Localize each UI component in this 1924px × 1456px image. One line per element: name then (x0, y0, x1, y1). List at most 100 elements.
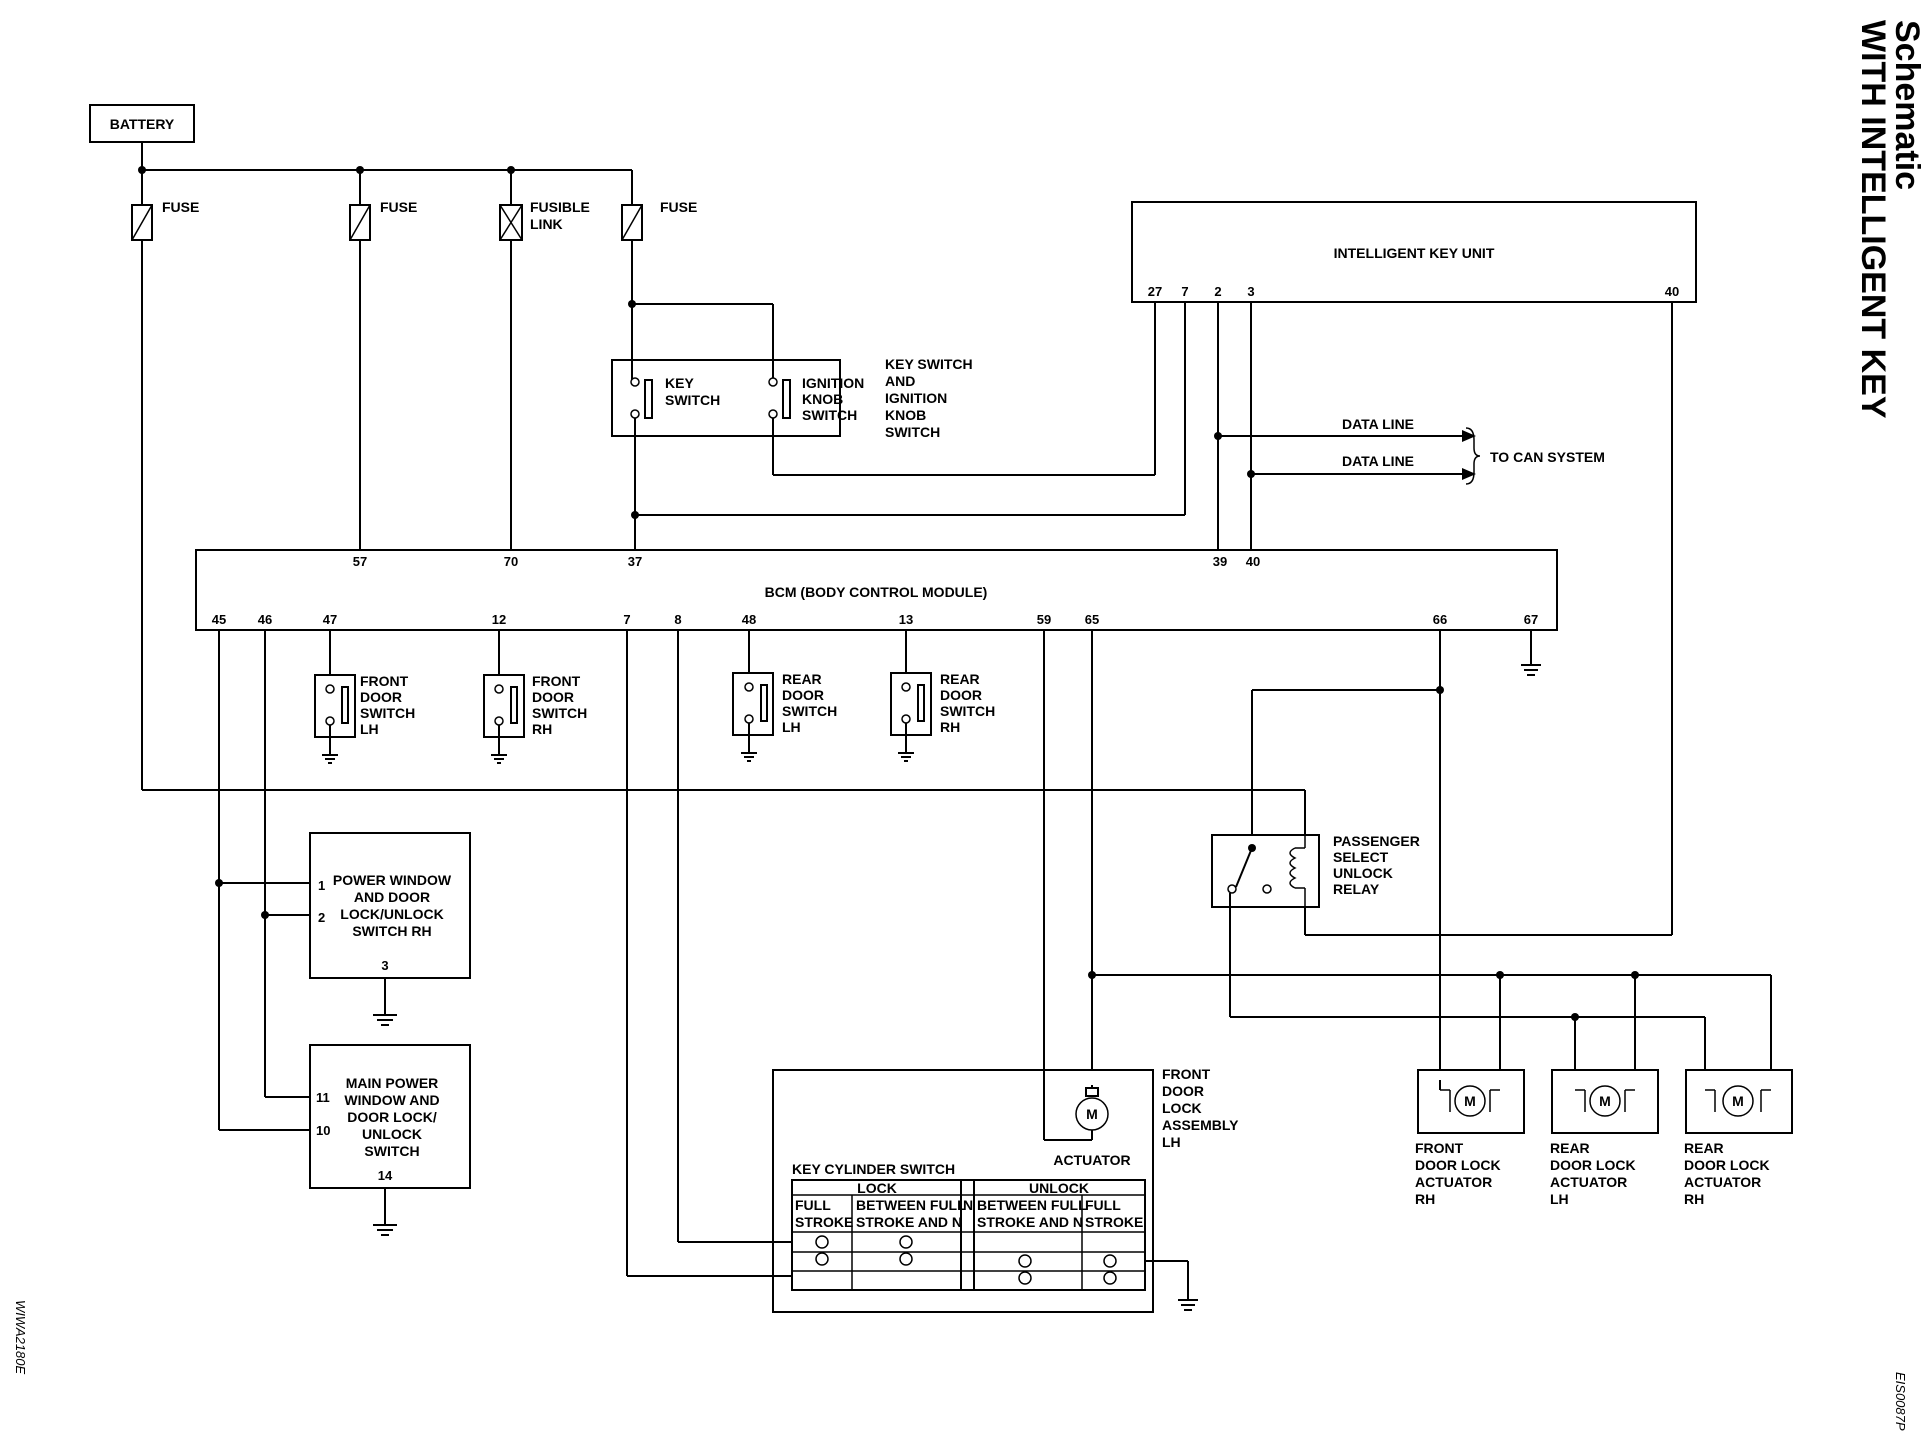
door-switch-2-line-2: DOOR (532, 689, 574, 705)
power-supply: BATTERY FUSE FUSE FUSIBLE LINK FUSE (89, 104, 697, 241)
actuator-3-line-3: ACTUATOR (1684, 1174, 1761, 1190)
door-switch-1-line-3: SWITCH (360, 705, 415, 721)
schematic-header: Schematic WITH INTELLIGENT KEY EIS0087P (1854, 20, 1924, 1431)
actuator-rear-rh: M REAR DOOR LOCK ACTUATOR RH (1684, 1069, 1793, 1207)
fuse-1-label: FUSE (162, 199, 199, 215)
main-power-window-switch: 11 10 14 MAIN POWER WINDOW AND DOOR LOCK… (309, 1044, 471, 1236)
main-pw-line-1: MAIN POWER (346, 1075, 439, 1091)
power-window-switch-rh: 1 2 3 POWER WINDOW AND DOOR LOCK/UNLOCK … (309, 832, 471, 1026)
actuator-1-line-4: RH (1415, 1191, 1435, 1207)
door-switch-3-line-2: DOOR (782, 687, 824, 703)
door-switch-2-line-1: FRONT (532, 673, 581, 689)
door-switch-2-line-4: RH (532, 721, 552, 737)
intelligent-key-unit-box (1131, 201, 1697, 303)
battery-box (89, 104, 195, 143)
door-switch-3-line-1: REAR (782, 671, 822, 687)
bcm-pin-48: 48 (742, 612, 756, 627)
bcm-pin-7: 7 (623, 612, 630, 627)
door-switch-4-line-4: RH (940, 719, 960, 735)
door-switch-4-line-1: REAR (940, 671, 980, 687)
data-line-target: TO CAN SYSTEM (1490, 449, 1605, 465)
fdl-title-3: LOCK (1162, 1100, 1202, 1116)
kc-full-stroke-1b: STROKE (795, 1214, 853, 1230)
main-pw-line-2: WINDOW AND (344, 1092, 439, 1108)
fusible-link-label-2: LINK (530, 216, 563, 232)
door-switch-rear-lh: REAR DOOR SWITCH LH (732, 630, 837, 762)
bcm-pin-37: 37 (628, 554, 642, 569)
actuator-3-line-4: RH (1684, 1191, 1704, 1207)
key-switch-title-3: IGNITION (885, 390, 947, 406)
pw-rh-line-1: POWER WINDOW (333, 872, 452, 888)
actuator-2-motor: M (1599, 1093, 1611, 1109)
header-title: Schematic (1888, 20, 1924, 190)
bcm: BCM (BODY CONTROL MODULE) 57 70 37 39 40… (195, 549, 1558, 676)
kc-lock: LOCK (857, 1180, 897, 1196)
fusible-link-label-1: FUSIBLE (530, 199, 590, 215)
header-subtitle: WITH INTELLIGENT KEY (1854, 20, 1892, 419)
relay-line-1: PASSENGER (1333, 833, 1420, 849)
kc-between-2b: STROKE AND N (977, 1214, 1083, 1230)
bcm-pin-57: 57 (353, 554, 367, 569)
fdl-title-4: ASSEMBLY (1162, 1117, 1239, 1133)
actuator-1-motor: M (1464, 1093, 1476, 1109)
bcm-label: BCM (BODY CONTROL MODULE) (765, 584, 988, 600)
relay-line-4: RELAY (1333, 881, 1380, 897)
actuator-2-line-1: REAR (1550, 1140, 1590, 1156)
door-switch-2-line-3: SWITCH (532, 705, 587, 721)
intelligent-key-unit: INTELLIGENT KEY UNIT 27 7 2 3 40 (1131, 201, 1697, 936)
iku-pin-2: 2 (1214, 284, 1221, 299)
bcm-pin-8: 8 (674, 612, 681, 627)
actuator-2-line-3: ACTUATOR (1550, 1174, 1627, 1190)
door-switch-1-line-4: LH (360, 721, 379, 737)
bcm-box (195, 549, 1558, 631)
iku-pin-27: 27 (1148, 284, 1162, 299)
door-switch-4-line-2: DOOR (940, 687, 982, 703)
actuator-rear-lh: M REAR DOOR LOCK ACTUATOR LH (1550, 1069, 1659, 1207)
pw-rh-pin-1: 1 (318, 878, 325, 893)
key-cylinder-title: KEY CYLINDER SWITCH (792, 1161, 955, 1177)
kc-full-stroke-2a: FULL (1085, 1197, 1121, 1213)
main-pw-line-4: UNLOCK (362, 1126, 422, 1142)
relay-line-3: UNLOCK (1333, 865, 1393, 881)
kc-n-label: N (963, 1197, 973, 1213)
key-switch-label-1: KEY (665, 375, 694, 391)
main-pw-line-5: SWITCH (364, 1143, 419, 1159)
door-switch-front-rh: FRONT DOOR SWITCH RH (483, 630, 587, 764)
iku-pin-3: 3 (1247, 284, 1254, 299)
figure-code-left: WIWA2180E (13, 1300, 28, 1375)
actuator-1-line-2: DOOR LOCK (1415, 1157, 1501, 1173)
key-switch-title-1: KEY SWITCH (885, 356, 973, 372)
main-pw-pin-14: 14 (378, 1168, 393, 1183)
door-switch-1-line-2: DOOR (360, 689, 402, 705)
door-switch-4-line-3: SWITCH (940, 703, 995, 719)
bcm-pin-46: 46 (258, 612, 272, 627)
key-switch-title-2: AND (885, 373, 915, 389)
bcm-pin-67: 67 (1524, 612, 1538, 627)
data-lines: DATA LINE DATA LINE TO CAN SYSTEM (1214, 416, 1605, 485)
pw-rh-line-4: SWITCH RH (352, 923, 431, 939)
relay-box (1211, 834, 1320, 908)
fdl-title-1: FRONT (1162, 1066, 1211, 1082)
actuator-3-motor: M (1732, 1093, 1744, 1109)
pw-rh-pin-3: 3 (381, 958, 388, 973)
main-pw-pin-11: 11 (316, 1090, 330, 1105)
door-switch-front-lh: FRONT DOOR SWITCH LH (314, 630, 415, 764)
kc-full-stroke-2b: STROKE (1085, 1214, 1143, 1230)
figure-code-right: EIS0087P (1893, 1372, 1908, 1431)
actuator-2-line-2: DOOR LOCK (1550, 1157, 1636, 1173)
actuator-front-rh: M FRONT DOOR LOCK ACTUATOR RH (1415, 1069, 1525, 1207)
key-switch-assembly: KEY SWITCH IGNITION KNOB SWITCH KEY SWIT… (611, 240, 1185, 550)
fuse-2-label: FUSE (380, 199, 417, 215)
bcm-pin-45: 45 (212, 612, 226, 627)
pw-rh-pin-2: 2 (318, 910, 325, 925)
intelligent-key-unit-label: INTELLIGENT KEY UNIT (1334, 245, 1495, 261)
bcm-pin-40: 40 (1246, 554, 1260, 569)
door-switch-3-line-4: LH (782, 719, 801, 735)
bcm-pin-65: 65 (1085, 612, 1099, 627)
ignition-knob-label-1: IGNITION (802, 375, 864, 391)
key-switch-label-2: SWITCH (665, 392, 720, 408)
bcm-pin-39: 39 (1213, 554, 1227, 569)
kc-between-2a: BETWEEN FULL (977, 1197, 1087, 1213)
bcm-pin-13: 13 (899, 612, 913, 627)
